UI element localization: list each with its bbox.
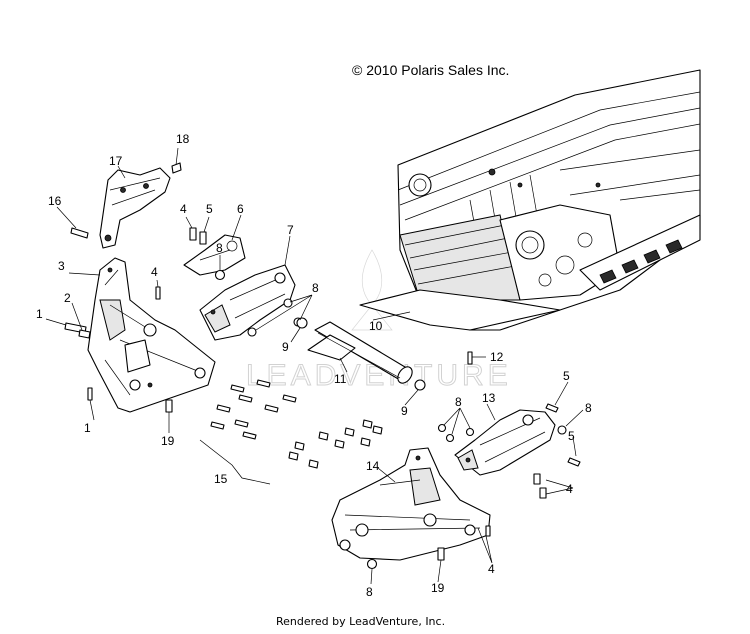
part-9-nuts bbox=[296, 317, 426, 391]
part-5-bolts-right bbox=[545, 403, 581, 467]
part-13-bracket bbox=[454, 409, 556, 476]
part-2-bolt bbox=[78, 329, 91, 339]
part-19-bolt-left bbox=[165, 399, 173, 413]
part-4-bolts-right bbox=[485, 473, 547, 537]
part-11-axle bbox=[307, 321, 413, 384]
callout-10: 10 bbox=[369, 319, 383, 333]
part-19-bolt-right bbox=[437, 547, 445, 561]
callout-8-far-right: 8 bbox=[585, 401, 592, 415]
callout-2: 2 bbox=[64, 291, 71, 305]
callout-13: 13 bbox=[482, 391, 496, 405]
part-7-bracket bbox=[199, 264, 296, 341]
callout-5-lower: 5 bbox=[568, 429, 575, 443]
part-4-stud-left bbox=[155, 286, 161, 300]
callout-labels: 18 17 16 4 5 6 7 3 4 8 8 2 1 10 9 12 11 … bbox=[36, 132, 592, 599]
callout-6: 6 bbox=[237, 202, 244, 216]
callout-9-left: 9 bbox=[282, 340, 289, 354]
callout-9-right: 9 bbox=[401, 404, 408, 418]
callout-4-top: 4 bbox=[180, 202, 187, 216]
callout-14: 14 bbox=[366, 459, 380, 473]
part-12-pin bbox=[467, 351, 473, 365]
callout-16: 16 bbox=[48, 194, 62, 208]
callout-8-bottom: 8 bbox=[366, 585, 373, 599]
leader-lines bbox=[45, 147, 584, 585]
callout-11: 11 bbox=[334, 372, 347, 386]
callout-19-right: 19 bbox=[431, 581, 445, 595]
callout-8-bracket: 8 bbox=[312, 281, 319, 295]
callout-7: 7 bbox=[287, 223, 294, 237]
callout-1-bottom: 1 bbox=[84, 421, 91, 435]
callout-4-left: 4 bbox=[151, 265, 158, 279]
copyright-text: © 2010 Polaris Sales Inc. bbox=[352, 62, 509, 78]
callout-8-upper: 8 bbox=[216, 241, 223, 255]
footer-credit: Rendered by LeadVenture, Inc. bbox=[276, 615, 445, 628]
part-16-bolt bbox=[70, 227, 89, 239]
part-14-right-frame bbox=[331, 447, 491, 561]
part-6-bracket bbox=[183, 234, 246, 276]
callout-19-left: 19 bbox=[161, 434, 175, 448]
callout-18: 18 bbox=[176, 132, 190, 146]
callout-4-right: 4 bbox=[566, 482, 573, 496]
callout-4-bottom: 4 bbox=[488, 562, 495, 576]
part-8-nuts-right bbox=[437, 423, 567, 443]
part-15-fasteners bbox=[199, 379, 383, 485]
callout-5-top: 5 bbox=[206, 202, 213, 216]
callout-8-right: 8 bbox=[455, 395, 462, 409]
part-8-nut-lower bbox=[366, 558, 378, 570]
callout-12: 12 bbox=[490, 350, 504, 364]
callout-17: 17 bbox=[109, 154, 123, 168]
part-18-bolt bbox=[171, 162, 182, 174]
part-4-5-bolts-upper bbox=[189, 227, 207, 245]
callout-1-top: 1 bbox=[36, 307, 43, 321]
chassis-tunnel bbox=[359, 69, 701, 331]
part-3-left-frame bbox=[87, 257, 216, 413]
callout-5-right: 5 bbox=[563, 369, 570, 383]
callout-15: 15 bbox=[214, 472, 228, 486]
part-17-bracket bbox=[99, 167, 171, 249]
callout-3: 3 bbox=[58, 259, 65, 273]
